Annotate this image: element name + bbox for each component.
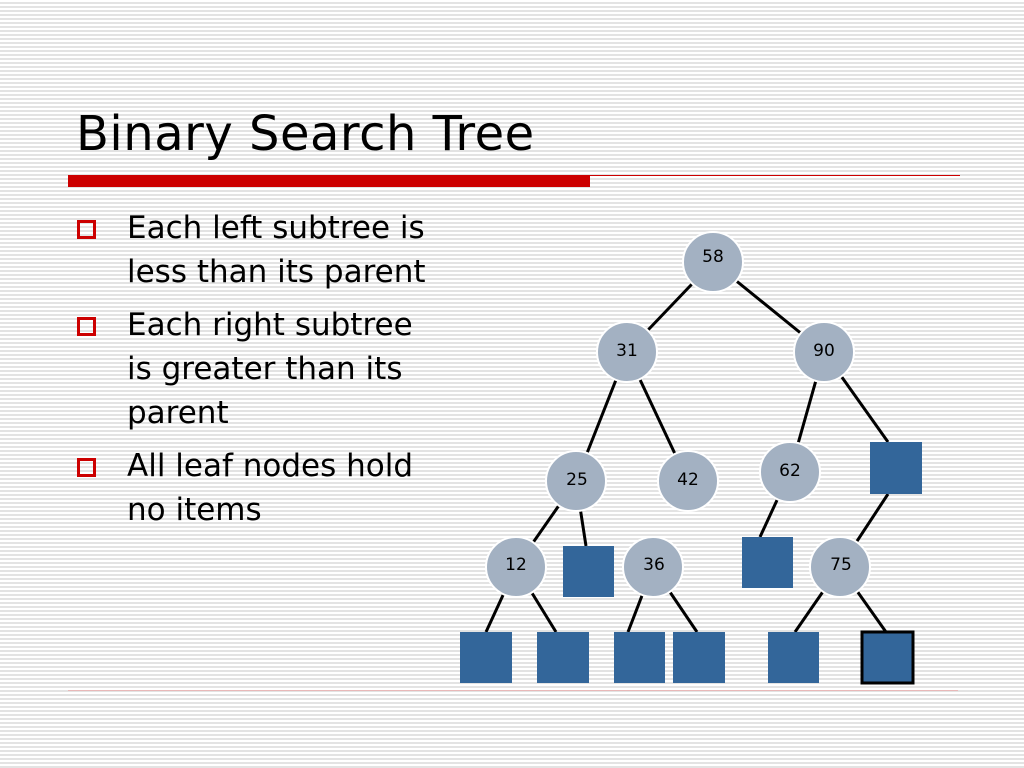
tree-node: 36 [622, 536, 684, 598]
highlighted-leaf-node-square [860, 630, 915, 685]
bullet-text: Each right subtree is greater than its p… [127, 307, 413, 431]
title-underline-bar [68, 175, 590, 187]
bullet-item: Each left subtree is less than its paren… [76, 206, 436, 294]
node-value: 62 [779, 461, 801, 481]
hollow-square-bullet-icon [77, 317, 96, 336]
node-value: 36 [643, 555, 665, 575]
slide-title: Binary Search Tree [76, 106, 535, 162]
node-value: 42 [677, 470, 699, 490]
node-value: 12 [505, 555, 527, 575]
tree-node: 42 [657, 450, 719, 512]
leaf-node-square [614, 632, 665, 683]
node-value: 90 [813, 341, 835, 361]
tree-leaves [460, 442, 922, 685]
bullet-list: Each left subtree is less than its paren… [76, 206, 436, 541]
hollow-square-bullet-icon [77, 220, 96, 239]
leaf-node-square [563, 546, 614, 597]
node-value: 25 [566, 470, 588, 490]
leaf-node-square [768, 632, 819, 683]
node-value: 31 [616, 341, 638, 361]
hollow-square-bullet-icon [77, 458, 96, 477]
leaf-node-square [870, 442, 922, 494]
tree-node: 25 [545, 450, 607, 512]
bullet-item: Each right subtree is greater than its p… [76, 303, 436, 435]
tree-node: 75 [809, 536, 871, 598]
leaf-node-square [537, 632, 589, 683]
tree-nodes: 58 31 90 25 42 62 12 36 [485, 231, 871, 598]
leaf-node-square [460, 632, 512, 683]
leaf-node-square [673, 632, 725, 683]
tree-node: 12 [485, 536, 547, 598]
node-value: 58 [702, 247, 724, 267]
bullet-text: Each left subtree is less than its paren… [127, 210, 426, 290]
tree-node: 31 [596, 321, 658, 383]
bullet-item: All leaf nodes hold no items [76, 444, 436, 532]
tree-node: 90 [793, 321, 855, 383]
bullet-text: All leaf nodes hold no items [127, 448, 414, 528]
tree-node: 58 [682, 231, 744, 293]
node-value: 75 [830, 555, 852, 575]
footer-divider [68, 690, 958, 691]
tree-node: 62 [759, 441, 821, 503]
title-underline-line [590, 175, 960, 176]
leaf-node-square [742, 537, 793, 588]
